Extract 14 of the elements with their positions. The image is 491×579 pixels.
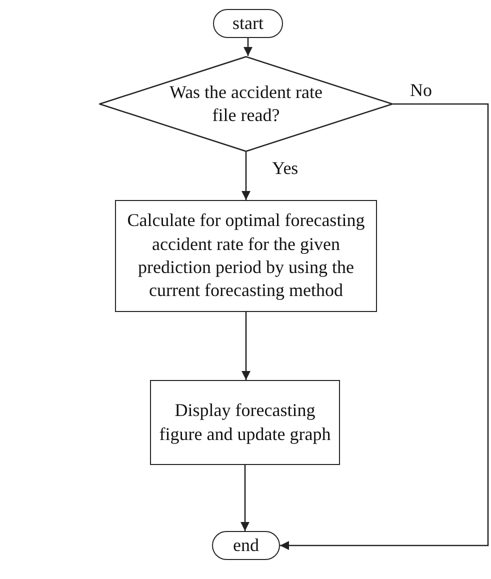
node-text: Calculate for optimal forecasting accident rate for the given prediction period by using the current forecasting method: [126, 209, 366, 302]
node-text: end: [233, 534, 259, 557]
arrow: [244, 38, 252, 56]
node-text: Display forecasting figure and update graph: [159, 399, 331, 446]
arrow: [240, 465, 250, 531]
arrow: [242, 152, 250, 200]
node-text: Was the accident rate file read?: [168, 80, 324, 127]
process-box: [115, 200, 377, 312]
terminal-box: [213, 9, 283, 38]
terminal-box: [212, 531, 280, 560]
arrow: [242, 312, 250, 380]
arrow: [280, 103, 489, 550]
process-box: [150, 380, 340, 465]
node-text: start: [232, 12, 264, 35]
